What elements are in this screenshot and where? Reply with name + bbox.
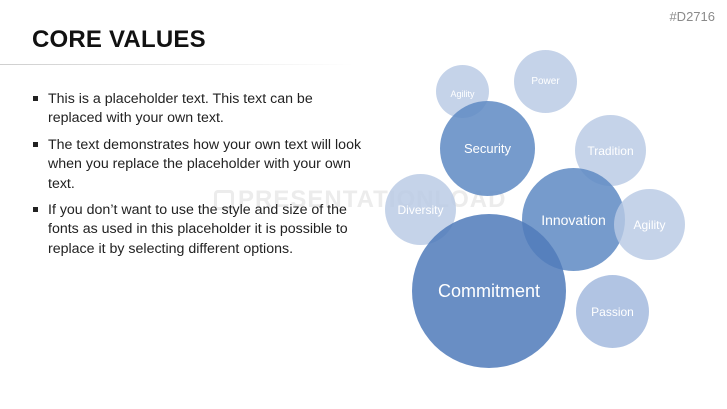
bubble-agility: Agility <box>614 189 685 260</box>
bubble-label: Tradition <box>587 143 634 158</box>
bullet-text: This is a placeholder text. This text ca… <box>48 91 313 127</box>
bubble-label: Diversity <box>397 202 444 217</box>
bubble-label: Passion <box>591 304 634 319</box>
bubble-security: Security <box>440 101 535 196</box>
square-bullet-icon <box>33 96 38 101</box>
bubble-passion: Passion <box>576 275 649 348</box>
bubble-commitment: Commitment <box>412 214 566 368</box>
slide-id-label: #D2716 <box>669 9 715 24</box>
bubble-label: Agility <box>450 88 475 99</box>
bubble-label: Innovation <box>541 211 606 228</box>
bubble-power: Power <box>514 50 577 113</box>
bubble-label: Power <box>531 76 560 87</box>
watermark-text: PRESENTATIONLOAD <box>238 186 507 213</box>
square-bullet-icon <box>33 141 38 147</box>
bullet-text: If you don’t want to use the style and s… <box>48 202 348 257</box>
bubble-label: Security <box>464 141 511 156</box>
bullet-text: The text demonstrates how your own text … <box>48 136 362 192</box>
bullet-item: This is a placeholder text. This text ca… <box>32 90 362 129</box>
slide-title: CORE VALUES <box>32 26 206 53</box>
bullet-list: This is a placeholder text. This text ca… <box>32 90 362 266</box>
bullet-item: The text demonstrates how your own text … <box>32 136 362 194</box>
bubble-label: Agility <box>633 217 666 232</box>
square-bullet-icon <box>33 207 38 213</box>
bullet-item: If you don’t want to use the style and s… <box>32 201 362 259</box>
bubble-label: Commitment <box>437 280 540 301</box>
watermark-logo-icon <box>214 190 234 210</box>
title-divider <box>0 64 355 65</box>
